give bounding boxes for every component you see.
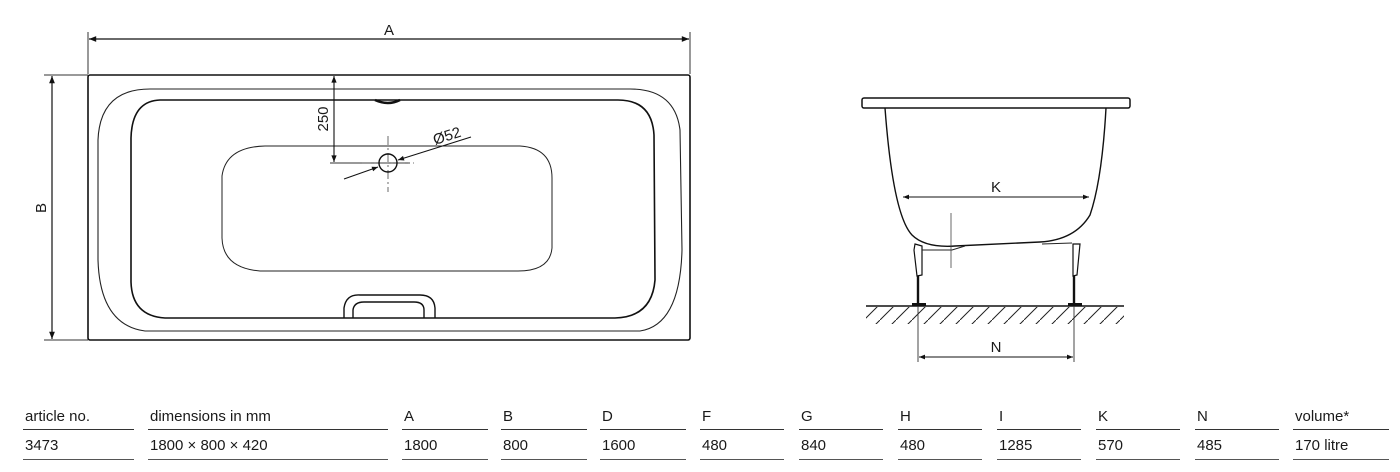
divider bbox=[997, 429, 1081, 430]
header-article-no: article no. bbox=[25, 408, 91, 425]
spec-table: article no. 3473 dimensions in mm 1800 ×… bbox=[0, 400, 1400, 472]
divider bbox=[898, 429, 982, 430]
divider bbox=[1096, 459, 1180, 460]
dimension-n-label: N bbox=[991, 339, 1002, 356]
dimension-a: A bbox=[87, 22, 691, 74]
divider bbox=[700, 459, 784, 460]
header-d: D bbox=[602, 408, 613, 425]
value-dimensions: 1800 × 800 × 420 bbox=[150, 437, 268, 454]
header-k: K bbox=[1098, 408, 1109, 425]
divider bbox=[501, 429, 587, 430]
value-d: 1600 bbox=[602, 437, 636, 454]
header-volume: volume* bbox=[1295, 408, 1350, 425]
dimension-diameter-label: Ø52 bbox=[431, 124, 463, 149]
dimension-250-label: 250 bbox=[315, 106, 332, 131]
divider bbox=[600, 459, 686, 460]
value-k: 570 bbox=[1098, 437, 1124, 454]
value-n: 485 bbox=[1197, 437, 1223, 454]
divider bbox=[898, 459, 982, 460]
tub-rim-contour bbox=[97, 88, 683, 332]
divider bbox=[700, 429, 784, 430]
divider bbox=[148, 429, 388, 430]
divider bbox=[23, 429, 134, 430]
tub-rim-side bbox=[861, 97, 1131, 109]
header-i: I bbox=[999, 408, 1004, 425]
dimension-k: K bbox=[903, 179, 1089, 200]
divider bbox=[600, 429, 686, 430]
divider bbox=[1293, 429, 1389, 430]
value-a: 1800 bbox=[404, 437, 438, 454]
divider bbox=[997, 459, 1081, 460]
divider bbox=[148, 459, 388, 460]
divider bbox=[1195, 429, 1279, 430]
tub-foot-left bbox=[912, 243, 966, 306]
value-i: 1285 bbox=[999, 437, 1033, 454]
plan-view: A B 250 bbox=[33, 22, 691, 341]
header-n: N bbox=[1197, 408, 1208, 425]
value-article-no: 3473 bbox=[25, 437, 59, 454]
dimension-b-label: B bbox=[33, 203, 50, 213]
dimension-drain-diameter: Ø52 bbox=[343, 124, 472, 180]
value-f: 480 bbox=[702, 437, 728, 454]
dimension-a-label: A bbox=[384, 22, 394, 39]
tub-basin-floor bbox=[221, 145, 553, 272]
value-h: 480 bbox=[900, 437, 926, 454]
dimension-b: B bbox=[33, 74, 88, 341]
divider bbox=[402, 429, 488, 430]
header-dimensions: dimensions in mm bbox=[150, 408, 271, 425]
header-f: F bbox=[702, 408, 712, 425]
tub-outer-rim bbox=[87, 74, 691, 341]
value-volume: 170 litre bbox=[1295, 437, 1349, 454]
floor-hatch bbox=[866, 305, 1124, 324]
header-g: G bbox=[801, 408, 813, 425]
dimension-k-label: K bbox=[991, 179, 1001, 196]
divider bbox=[1096, 429, 1180, 430]
value-g: 840 bbox=[801, 437, 827, 454]
dimension-n: N bbox=[917, 306, 1075, 362]
tub-foot-right bbox=[1041, 242, 1082, 306]
side-view: K N bbox=[861, 97, 1131, 362]
drain-icon bbox=[362, 136, 414, 192]
divider bbox=[1195, 459, 1279, 460]
divider bbox=[23, 459, 134, 460]
tub-body-side bbox=[884, 107, 1107, 247]
tub-basin-edge bbox=[130, 99, 656, 319]
value-b: 800 bbox=[503, 437, 529, 454]
header-a: A bbox=[404, 408, 415, 425]
header-b: B bbox=[503, 408, 514, 425]
divider bbox=[1293, 459, 1389, 460]
divider bbox=[402, 459, 488, 460]
overflow-icon bbox=[374, 98, 401, 105]
divider bbox=[799, 459, 883, 460]
handle-grip bbox=[343, 294, 436, 318]
technical-drawing: A B 250 bbox=[33, 22, 1131, 362]
header-h: H bbox=[900, 408, 911, 425]
divider bbox=[799, 429, 883, 430]
divider bbox=[501, 459, 587, 460]
